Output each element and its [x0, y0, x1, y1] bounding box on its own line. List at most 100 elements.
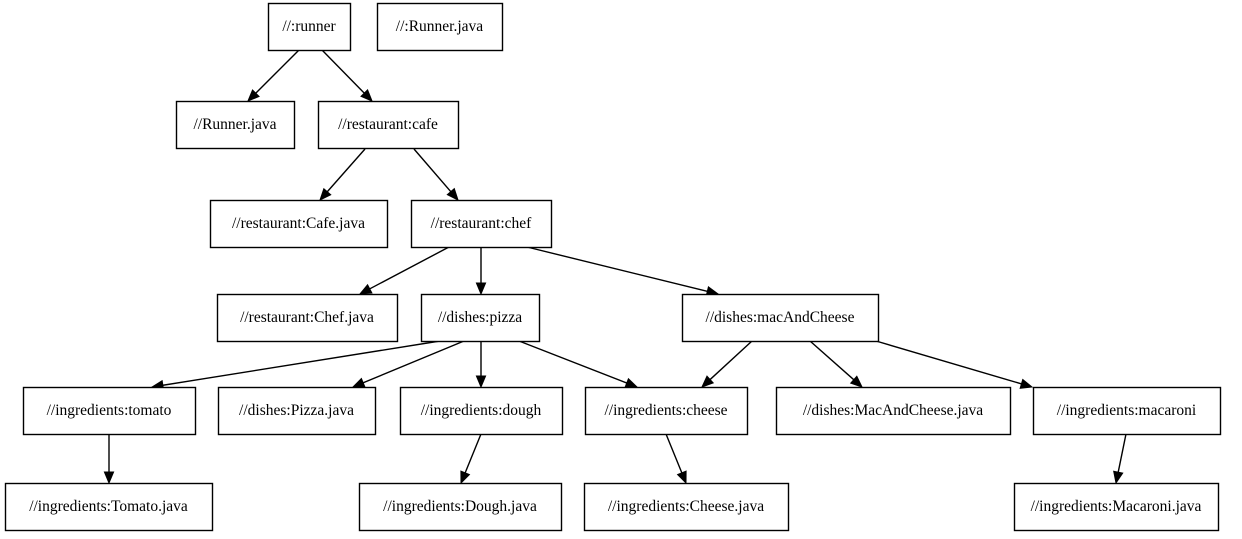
graph-node-ingredients-cheese-java[interactable]: //ingredients:Cheese.java [583, 482, 790, 532]
graph-edge [526, 246, 720, 297]
node-box[interactable] [175, 100, 296, 150]
graph-node-ingredients-cheese[interactable]: //ingredients:cheese [584, 386, 749, 436]
node-box[interactable] [1032, 386, 1222, 436]
node-box[interactable] [410, 199, 553, 249]
edge-arrowhead [624, 377, 639, 388]
edge-line [809, 340, 856, 382]
graph-edge [1113, 433, 1127, 485]
node-box[interactable] [420, 293, 541, 343]
node-box[interactable] [681, 293, 880, 343]
graph-edge [875, 340, 1034, 389]
graph-node-dishes-macandcheese-java[interactable]: //dishes:MacAndCheese.java [775, 386, 1012, 436]
graph-node-ingredients-macaroni[interactable]: //ingredients:macaroni [1032, 386, 1222, 436]
edge-arrowhead [676, 470, 687, 485]
edge-line [708, 340, 753, 382]
edge-line [1117, 433, 1127, 474]
graph-edge [150, 340, 441, 391]
graph-node-ingredients-tomato-java[interactable]: //ingredients:Tomato.java [4, 482, 214, 532]
edge-arrowhead [247, 89, 260, 102]
node-box[interactable] [267, 2, 352, 52]
node-box[interactable] [4, 482, 214, 532]
node-label: //ingredients:macaroni [1057, 402, 1197, 419]
graph-edge [518, 340, 639, 388]
edge-line [254, 49, 300, 95]
node-label: //ingredients:dough [421, 402, 542, 419]
node-label: //ingredients:Tomato.java [29, 498, 188, 515]
node-box[interactable] [584, 386, 749, 436]
graph-node-restaurant-chef-java[interactable]: //restaurant:Chef.java [216, 293, 399, 343]
edge-arrowhead [475, 282, 487, 296]
node-box[interactable] [217, 386, 377, 436]
graph-node-dishes-pizza-java[interactable]: //dishes:Pizza.java [217, 386, 377, 436]
edge-arrowhead [849, 375, 863, 388]
graph-edge [358, 246, 450, 295]
graph-edge [319, 148, 366, 201]
graph-node-restaurant-cafe-java[interactable]: //restaurant:Cafe.java [209, 199, 389, 249]
graph-node-dishes-pizza[interactable]: //dishes:pizza [420, 293, 541, 343]
node-label: //:Runner.java [396, 18, 484, 35]
node-label: //dishes:pizza [438, 309, 522, 326]
graph-node-restaurant-cafe[interactable]: //restaurant:cafe [317, 100, 460, 150]
graph-node-root-runner-java[interactable]: //:Runner.java [376, 2, 504, 52]
graph-edge [103, 434, 115, 485]
graph-edge [665, 433, 687, 485]
graph-node-ingredients-dough-java[interactable]: //ingredients:Dough.java [358, 482, 563, 532]
edge-arrowhead [701, 375, 715, 388]
node-box[interactable] [209, 199, 389, 249]
node-box[interactable] [399, 386, 564, 436]
edge-arrowhead [358, 283, 373, 295]
edge-arrowhead [446, 187, 459, 201]
graph-edge [460, 433, 482, 485]
node-box[interactable] [376, 2, 504, 52]
edge-line [321, 49, 366, 95]
node-label: //dishes:macAndCheese [706, 309, 855, 326]
node-label: //:runner [282, 18, 336, 35]
edge-line [413, 148, 453, 194]
edges-layer [103, 49, 1127, 485]
graph-edge [351, 340, 465, 388]
edge-line [518, 340, 629, 385]
graph-edge [809, 340, 863, 388]
edge-arrowhead [351, 377, 366, 388]
edge-line [463, 433, 482, 475]
edge-line [368, 246, 450, 291]
node-box[interactable] [775, 386, 1012, 436]
node-label: //restaurant:Chef.java [240, 309, 374, 326]
graph-edge [413, 148, 459, 201]
edge-arrowhead [360, 89, 373, 102]
node-label: //ingredients:Cheese.java [608, 498, 764, 515]
graph-edge [701, 340, 753, 388]
graph-node-runner[interactable]: //:runner [267, 2, 352, 52]
graph-node-dishes-macandcheese[interactable]: //dishes:macAndCheese [681, 293, 880, 343]
graph-edge [475, 247, 487, 296]
node-label: //restaurant:Cafe.java [232, 215, 365, 232]
node-box[interactable] [1013, 482, 1220, 532]
graph-node-ingredients-dough[interactable]: //ingredients:dough [399, 386, 564, 436]
node-box[interactable] [317, 100, 460, 150]
edge-line [526, 246, 709, 293]
node-label: //ingredients:Dough.java [383, 498, 537, 515]
edge-arrowhead [319, 187, 332, 201]
graph-edge [475, 341, 487, 389]
edge-line [665, 433, 684, 475]
graph-edge [321, 49, 373, 102]
node-box[interactable] [358, 482, 563, 532]
edge-line [361, 340, 465, 385]
graph-edge [247, 49, 300, 102]
node-box[interactable] [216, 293, 399, 343]
graph-node-runner-java[interactable]: //Runner.java [175, 100, 296, 150]
edge-arrowhead [460, 470, 471, 485]
node-label: //dishes:MacAndCheese.java [803, 402, 983, 419]
nodes-layer: //:runner //:Runner.java //Runner.java //re… [4, 2, 1222, 532]
node-box[interactable] [22, 386, 197, 436]
node-label: //restaurant:chef [431, 215, 533, 232]
node-label: //ingredients:Macaroni.java [1031, 498, 1202, 515]
edge-line [161, 340, 441, 387]
graph-node-ingredients-tomato[interactable]: //ingredients:tomato [22, 386, 197, 436]
edge-arrowhead [1019, 378, 1034, 389]
node-box[interactable] [583, 482, 790, 532]
graph-node-ingredients-macaroni-java[interactable]: //ingredients:Macaroni.java [1013, 482, 1220, 532]
edge-line [875, 340, 1024, 385]
graph-node-restaurant-chef[interactable]: //restaurant:chef [410, 199, 553, 249]
edge-line [325, 148, 366, 194]
